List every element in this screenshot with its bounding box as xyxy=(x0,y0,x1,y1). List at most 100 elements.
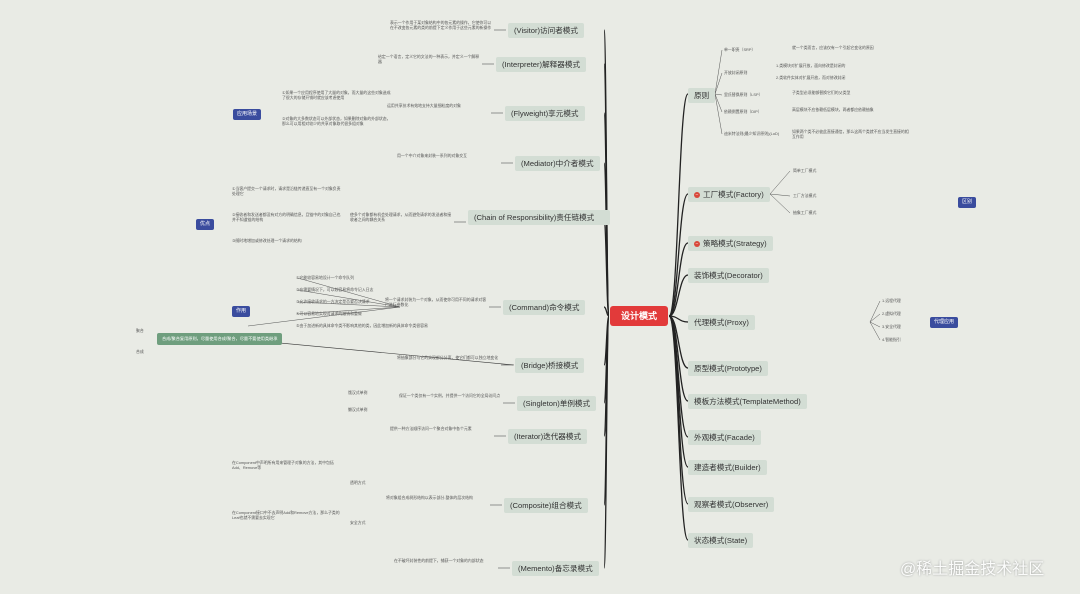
chain-item-2: ③随时地增加或修改处理一个请求的结构 xyxy=(232,238,302,243)
left-pattern-0[interactable]: (Visitor)访问者模式 xyxy=(508,23,584,38)
connector xyxy=(869,321,881,341)
right-pattern-label: 观察者模式(Observer) xyxy=(694,500,769,509)
left-pattern-desc-3: 用一个中介对象来封装一系列的对象交互 xyxy=(397,153,468,158)
right-pattern-label: 工厂模式(Factory) xyxy=(703,190,764,199)
left-pattern-8[interactable]: (Iterator)迭代器模式 xyxy=(508,429,588,444)
tag-usage: 作用 xyxy=(232,306,251,317)
connector xyxy=(668,93,689,317)
connector xyxy=(603,306,610,317)
connector xyxy=(869,321,881,328)
connector xyxy=(297,289,401,308)
right-pattern-2[interactable]: 装饰模式(Decorator) xyxy=(688,268,769,283)
left-pattern-3[interactable]: (Mediator)中介者模式 xyxy=(515,156,600,171)
left-pattern-desc-10: 在不破坏封装性的前提下，捕获一个对象的内部状态 xyxy=(394,558,484,563)
warning-icon: − xyxy=(694,241,700,247)
right-pattern-9[interactable]: 状态模式(State) xyxy=(688,533,754,548)
principle-desc-0: 就一个类而言，应该仅有一个引起它变化的原因 xyxy=(792,45,874,50)
connector xyxy=(297,301,401,308)
connector xyxy=(714,93,723,135)
left-pattern-6[interactable]: (Bridge)桥接模式 xyxy=(515,358,585,373)
right-pattern-label: 建造者模式(Builder) xyxy=(694,463,761,472)
connector xyxy=(668,315,689,541)
left-pattern-desc-2: 运用共享技术有效地支持大量细粒度的对象 xyxy=(387,103,461,108)
composite-safe-desc: 在Component接口中不去声明Add和Remove方法，那么子类的Leaf也… xyxy=(232,510,340,521)
principle-label-0: 单一职责（SRP） xyxy=(724,47,756,52)
command-item-4: ⑤由于加进新的具体命令类不影响其他的类，因此增加新的具体命令类很容易 xyxy=(296,323,428,328)
bridge-note: 合成/聚合复用原则，尽量使用合成/聚合，尽量不要使用类继承 xyxy=(157,333,283,345)
right-pattern-7[interactable]: 建造者模式(Builder) xyxy=(688,460,767,475)
right-pattern-4[interactable]: 原型模式(Prototype) xyxy=(688,361,768,376)
chain-item-1: ②接收者和发送者都没有对方的明确信息，且链中的对象自己也并不知道链的结构 xyxy=(232,212,341,223)
factory-child-2: 抽象工厂模式 xyxy=(793,210,817,215)
connector xyxy=(714,93,723,113)
connector xyxy=(769,193,791,214)
connector xyxy=(869,300,881,323)
principle-desc-4: 如果两个类不必彼此直接通信，那么这两个类就不应当发生直接的相互作用 xyxy=(792,129,909,140)
proxy-child-3: 4.智能指引 xyxy=(882,337,901,342)
left-pattern-10[interactable]: (Memento)备忘录模式 xyxy=(512,561,599,576)
right-pattern-0[interactable]: −工厂模式(Factory) xyxy=(688,187,770,202)
factory-child-1: 工厂方法模式 xyxy=(793,193,817,198)
right-pattern-label: 策略模式(Strategy) xyxy=(703,239,767,248)
connector xyxy=(603,315,610,569)
tag-proxy-usage: 代理应用 xyxy=(930,317,959,328)
principle-label-2: 里氏替换原则（LSP） xyxy=(724,92,763,97)
watermark: @稀土掘金技术社区 xyxy=(900,561,1045,578)
left-pattern-7[interactable]: (Singleton)单例模式 xyxy=(517,396,597,411)
proxy-child-0: 1.远程代理 xyxy=(882,298,901,303)
principle-desc-1-1: 1.类模块对扩展开放，面向修改是封闭的 xyxy=(776,63,846,68)
left-pattern-1[interactable]: (Interpreter)解释器模式 xyxy=(496,57,587,72)
principle-desc-1-2: 2.类软件实体对扩展开放，而对修改封闭 xyxy=(776,75,846,80)
composite-child-1: 安全方式 xyxy=(350,520,366,525)
left-pattern-desc-0: 表示一个作用于某对象结构中的各元素的操作，它使你可以在不改变各元素的类的前提下定… xyxy=(390,20,492,31)
right-pattern-6[interactable]: 外观模式(Facade) xyxy=(688,430,761,445)
connector xyxy=(869,313,881,323)
principle-desc-2: 子类型必须能够替换它们的父类型 xyxy=(792,90,851,95)
principle-label-4: 迪米特法则(最少知识原则)(LoD) xyxy=(724,131,780,136)
connector xyxy=(297,306,401,315)
connector xyxy=(668,274,689,317)
tag-app-scenario: 应用场景 xyxy=(233,109,262,120)
connector xyxy=(714,72,723,95)
bridge-sub-0: 聚合 xyxy=(136,328,144,333)
left-pattern-desc-8: 提供一种方法顺序访问一个聚合对象中各个元素 xyxy=(390,426,472,431)
right-pattern-1[interactable]: −策略模式(Strategy) xyxy=(688,236,773,251)
root-node[interactable]: 设计模式 xyxy=(610,306,668,326)
flyweight-item-0: ①如果一个应用程序使用了大量的对象，而大量的这些对象造成了很大的存储开销时就应该… xyxy=(282,90,391,101)
right-pattern-3[interactable]: 代理模式(Proxy) xyxy=(688,315,755,330)
left-pattern-2[interactable]: (Flyweight)享元模式 xyxy=(505,106,585,121)
right-pattern-label: 模板方法模式(TemplateMethod) xyxy=(694,397,801,406)
tag-difference: 区别 xyxy=(958,197,977,208)
connector xyxy=(247,339,515,366)
singleton-child-1: 懒汉式单例 xyxy=(348,407,368,412)
left-pattern-desc-9: 将对象组合成树形结构以表示部分-整体的层次结构 xyxy=(386,495,473,500)
connector xyxy=(769,193,791,197)
left-pattern-desc-6: 将抽象部分与它的实现部分分离，使它们都可以独立地变化 xyxy=(397,355,499,360)
connector xyxy=(297,277,401,308)
left-pattern-4[interactable]: (Chain of Responsibility)责任链模式 xyxy=(468,210,610,225)
connector xyxy=(714,93,723,96)
tag-advantages: 优点 xyxy=(196,219,215,230)
left-pattern-5[interactable]: (Command)命令模式 xyxy=(503,300,586,315)
right-pattern-8[interactable]: 观察者模式(Observer) xyxy=(688,497,775,512)
right-pattern-label: 原型模式(Prototype) xyxy=(694,364,762,373)
warning-icon: − xyxy=(694,192,700,198)
right-pattern-label: 代理模式(Proxy) xyxy=(694,318,749,327)
singleton-child-0: 饿汉式单例 xyxy=(348,390,368,395)
principles-node[interactable]: 原则 xyxy=(688,88,716,103)
proxy-child-1: 2.虚拟代理 xyxy=(882,311,901,316)
left-pattern-desc-7: 保证一个类仅有一个实例，并提供一个访问它的全局访问点 xyxy=(399,393,501,398)
composite-transparent-desc: 在Component中声明所有用来管理子对象的方法，其中包括Add、Remove… xyxy=(232,460,334,471)
left-pattern-9[interactable]: (Composite)组合模式 xyxy=(504,498,588,513)
proxy-child-2: 3.安全代理 xyxy=(882,324,901,329)
right-pattern-label: 装饰模式(Decorator) xyxy=(694,271,763,280)
left-pattern-desc-5: 将一个请求封装为一个对象，从而使你可用不同的请求对客户进行参数化 xyxy=(385,297,487,308)
principle-desc-3: 高层模块不应依赖低层模块，两者都应依赖抽象 xyxy=(792,107,874,112)
principle-label-3: 依赖倒置原则（DIP） xyxy=(724,109,762,114)
connector xyxy=(769,170,791,195)
connector xyxy=(714,49,723,95)
flyweight-item-1: ②对象的大多数状态可以外部状态，如果删除对象的外部状态，那么可以用相对较少的共享… xyxy=(282,116,391,127)
right-pattern-5[interactable]: 模板方法模式(TemplateMethod) xyxy=(688,394,807,409)
composite-child-0: 透明方式 xyxy=(350,480,366,485)
